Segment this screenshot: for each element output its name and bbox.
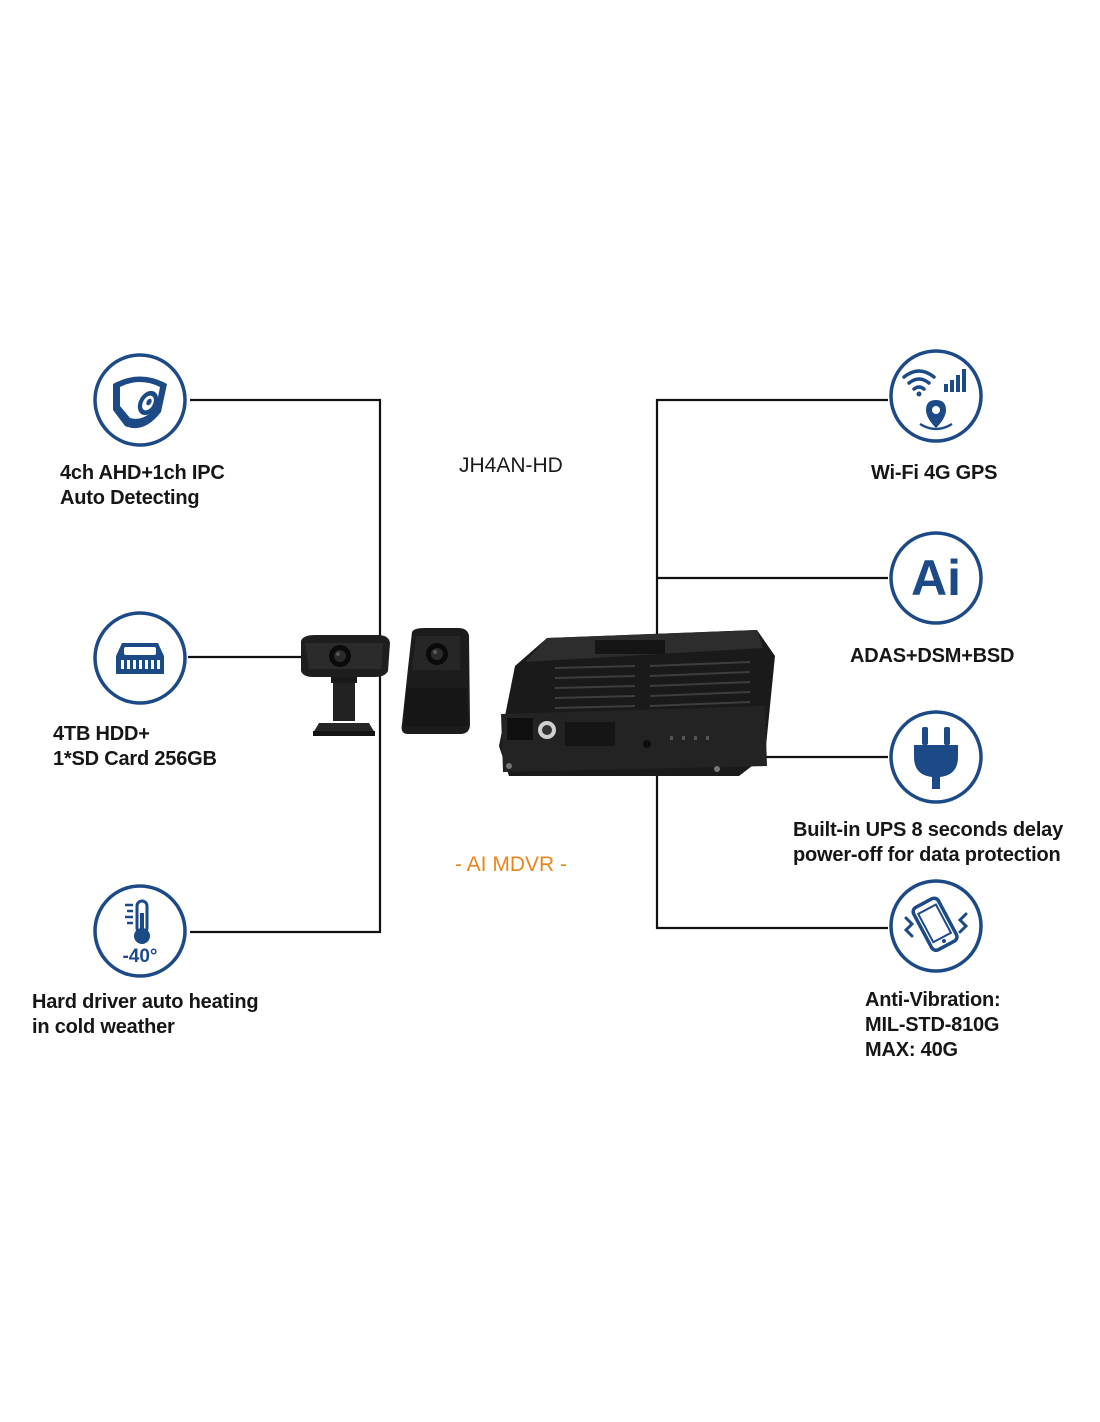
thermometer-icon-text: -40° [122,946,158,967]
feature-label-heating: Hard driver auto heating in cold weather [32,991,259,1038]
ai-icon-badge: Ai [888,530,984,626]
wifi-signal-gps-icon [889,349,983,443]
feature-label-wifi: Wi-Fi 4G GPS [871,462,998,484]
power-plug-icon [889,710,983,804]
vibrating-phone-icon [889,879,983,973]
product-subtitle: - AI MDVR - [455,853,568,876]
hard-drive-icon [93,611,187,705]
dome-camera-icon [93,353,187,447]
mdvr-device-image [499,630,775,776]
feature-label-ahd: 4ch AHD+1ch IPC Auto Detecting [60,462,225,509]
thermometer-icon [93,884,187,978]
feature-label-hdd: 4TB HDD+ 1*SD Card 256GB [53,723,217,770]
ai-icon [889,531,983,625]
driver-camera-image [301,635,390,736]
side-camera-image [401,628,470,734]
ai-icon-text: Ai [911,550,961,606]
thermometer-icon-badge: -40° [92,883,188,979]
model-name: JH4AN-HD [459,454,563,477]
feature-label-vibration: Anti-Vibration: MIL-STD-810G MAX: 40G [865,989,1001,1061]
feature-label-ai: ADAS+DSM+BSD [850,645,1015,667]
feature-label-ups: Built-in UPS 8 seconds delay power-off f… [793,819,1064,866]
